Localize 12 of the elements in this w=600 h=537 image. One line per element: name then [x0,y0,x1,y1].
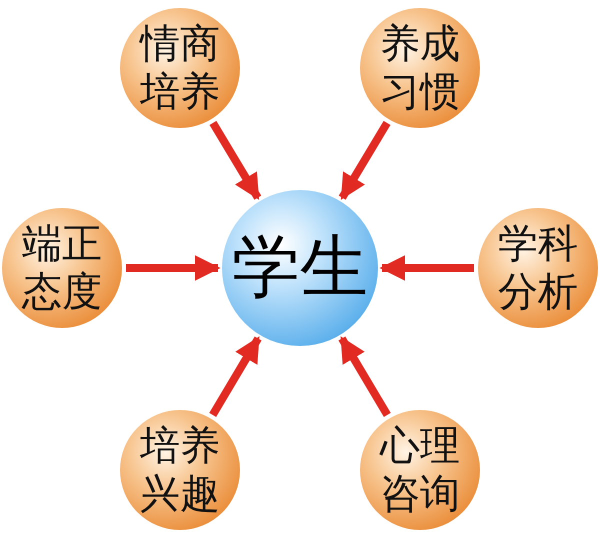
topic-label: 情商培养 [138,20,221,116]
topic-label: 端正态度 [20,220,103,316]
topic-label: 学科分析 [497,220,579,316]
arrow [338,120,390,200]
arrow [210,120,262,200]
center-label: 学生 [232,230,368,306]
topic-label: 养成习惯 [379,20,461,116]
arrow [338,336,391,418]
arrow [126,255,221,281]
topic-label: 心理咨询 [378,422,461,518]
arrow [379,255,474,281]
topic-label: 培养兴趣 [138,422,221,518]
